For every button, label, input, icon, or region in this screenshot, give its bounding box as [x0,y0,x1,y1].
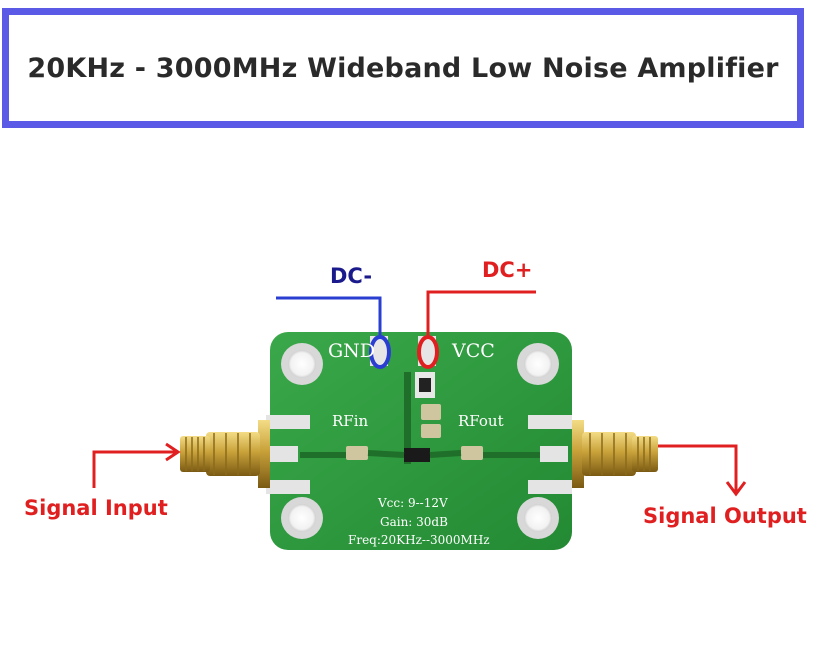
right-sma-pad [540,446,568,462]
left-sma-pad [270,446,298,462]
silkscreen-rf-in: RFin [332,412,369,430]
mounting-hole [524,504,552,532]
left-sma-pad [266,480,310,494]
rf-output-trace [429,450,540,458]
sma-input-connector [180,420,270,488]
signal-input-arrow [92,442,181,488]
mounting-hole [524,350,552,378]
page-title: 20KHz - 3000MHz Wideband Low Noise Ampli… [27,52,779,84]
dc-minus-callout [276,296,391,369]
smd-capacitor [421,404,441,420]
silkscreen-gnd: GND [328,340,376,362]
smd-capacitor [461,446,483,460]
rf-input-trace [300,450,405,458]
sma-output-connector [572,420,658,488]
silkscreen-vcc-range: Vcc: 9--12V [378,496,448,510]
smd-resistor-body [419,378,431,392]
signal-output-arrow [658,444,747,497]
right-sma-pad [528,480,572,494]
silkscreen-gain: Gain: 30dB [380,515,448,529]
silkscreen-frequency: Freq:20KHz--3000MHz [348,533,490,547]
dc-plus-callout [417,290,536,369]
center-ground-strip [404,372,411,464]
smd-capacitor [421,424,441,438]
right-sma-pad [528,415,572,429]
dc-minus-label: DC- [330,264,373,288]
amplifier-chip [404,448,430,462]
signal-output-label: Signal Output [643,504,807,528]
signal-input-label: Signal Input [24,496,168,520]
dc-plus-label: DC+ [482,258,533,282]
silkscreen-rf-out: RFout [458,412,504,430]
mounting-hole [288,504,316,532]
mounting-holes [281,343,559,539]
smd-capacitor [346,446,368,460]
pcb-board [270,332,572,550]
silkscreen-vcc: VCC [452,340,495,362]
title-banner: 20KHz - 3000MHz Wideband Low Noise Ampli… [2,8,804,128]
mounting-hole [288,350,316,378]
left-sma-pad [266,415,310,429]
